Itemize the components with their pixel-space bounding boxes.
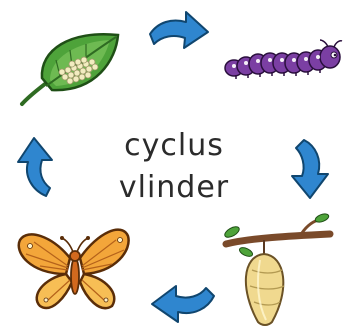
diagram-title-line-1: cyclus bbox=[104, 128, 244, 163]
butterfly-icon bbox=[19, 230, 129, 308]
diagram-title-line-2: vlinder bbox=[104, 170, 244, 205]
caterpillar-icon bbox=[225, 40, 342, 79]
arrow-up-icon bbox=[18, 138, 52, 196]
leaf-with-eggs-icon bbox=[22, 34, 118, 104]
arrow-left-icon bbox=[152, 286, 214, 322]
chrysalis-icon bbox=[223, 212, 330, 325]
arrow-right-icon bbox=[150, 12, 208, 48]
arrow-down-icon bbox=[292, 140, 328, 198]
